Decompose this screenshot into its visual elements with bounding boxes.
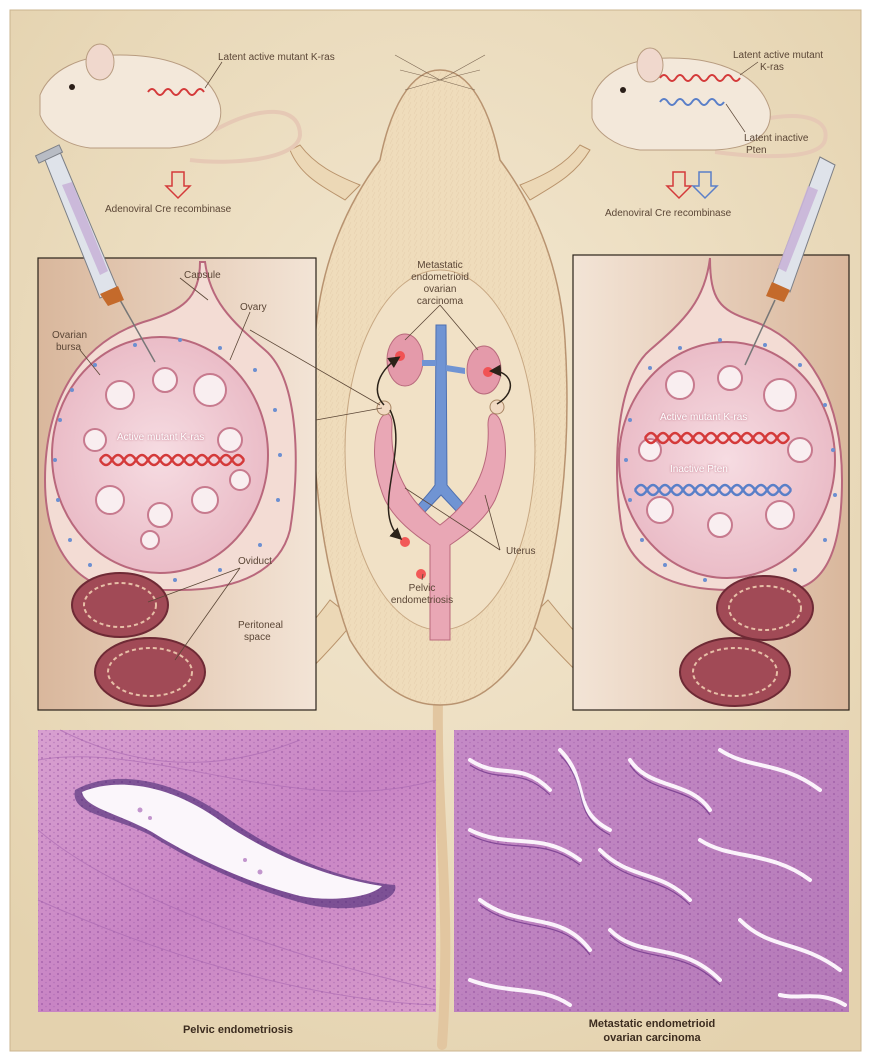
metastatic-label-3: ovarian [400, 284, 480, 296]
capsule-label: Capsule [184, 270, 221, 282]
pelvic-endometriosis-label-1: Pelvic [382, 583, 462, 595]
metastatic-label-1: Metastatic [400, 260, 480, 272]
right-oviduct-1 [717, 576, 813, 640]
caption-metastatic-line-1: Metastatic endometrioid [552, 1018, 752, 1031]
ovarian-bursa-label-1: Ovarian [52, 330, 87, 342]
pelvic-endometriosis-label-2: endometriosis [382, 595, 462, 607]
pelvic-lesion-2 [416, 569, 426, 579]
adeno-cre-label-right: Adenoviral Cre recombinase [605, 208, 731, 220]
left-oviduct-1 [72, 573, 168, 637]
right-mouse-ear [637, 48, 663, 82]
right-mouse-eye [620, 87, 626, 93]
ovarian-bursa-label-2: bursa [56, 342, 81, 354]
left-mouse-ear [86, 44, 114, 80]
pelvic-lesion-1 [400, 537, 410, 547]
left-ovary [377, 401, 391, 415]
ovary-label: Ovary [240, 302, 267, 314]
caption-pelvic-endometriosis: Pelvic endometriosis [138, 1024, 338, 1037]
uterus-label: Uterus [506, 546, 535, 558]
left-mouse-kras-label: Latent active mutant K-ras [218, 52, 335, 64]
adeno-cre-label-left: Adenoviral Cre recombinase [105, 204, 231, 216]
metastatic-label-4: carcinoma [400, 296, 480, 308]
right-mouse-pten-label-1: Latent inactive [744, 133, 809, 145]
peritoneal-space-label-1: Peritoneal [238, 620, 283, 632]
histology-metastatic-carcinoma [454, 730, 849, 1012]
histology-pelvic-endometriosis [38, 730, 436, 1012]
peritoneal-space-label-2: space [244, 632, 271, 644]
right-ovary [490, 400, 504, 414]
active-kras-label-right: Active mutant K-ras [660, 412, 747, 424]
left-mouse-eye [69, 84, 75, 90]
inactive-pten-label: Inactive Pten [670, 464, 728, 476]
right-mouse-kras-label-2: K-ras [760, 62, 784, 74]
caption-metastatic-line-2: ovarian carcinoma [552, 1032, 752, 1045]
right-ovary-panel [573, 255, 849, 710]
right-mouse-pten-label-2: Pten [746, 145, 767, 157]
kidney-lesion-right [483, 367, 493, 377]
oviduct-label: Oviduct [238, 556, 272, 568]
right-mouse-kras-label-1: Latent active mutant [733, 50, 823, 62]
left-kidney [387, 334, 423, 386]
metastatic-label-2: endometrioid [400, 272, 480, 284]
left-ovary-panel [38, 258, 316, 710]
active-kras-label-left: Active mutant K-ras [117, 432, 204, 444]
